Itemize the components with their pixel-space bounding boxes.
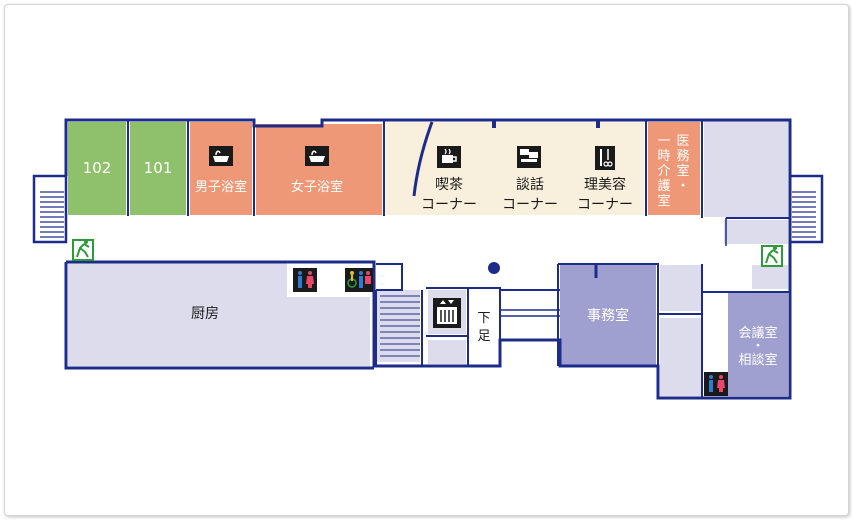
meeting-label-3: 相談室 <box>738 352 777 368</box>
womens-bath-label: 女子浴室 <box>291 179 343 195</box>
room-101-label: 101 <box>144 159 173 177</box>
medical-label-char: ・ <box>676 179 689 194</box>
shoe-area-label-char: 足 <box>477 329 490 344</box>
medical-label-char: 医 <box>676 134 689 149</box>
office[interactable] <box>560 265 656 366</box>
emergency-exit-left <box>72 239 94 261</box>
restroom-icon <box>704 372 728 396</box>
accessible-restroom-icon <box>345 268 373 292</box>
office-label: 事務室 <box>587 307 629 324</box>
scissors-comb-icon <box>595 146 615 170</box>
room-102-label: 102 <box>83 159 112 177</box>
care-label-char: 時 <box>657 149 670 164</box>
storage-top-right <box>704 120 788 217</box>
storage-right-small <box>724 220 788 244</box>
talk-label-1: 談話 <box>516 176 544 193</box>
walls <box>64 118 792 400</box>
elevator-icon[interactable] <box>433 298 461 328</box>
barber-label-2: コーナー <box>577 197 633 213</box>
restroom-icon <box>293 268 317 292</box>
coffee-cup-icon <box>437 146 461 168</box>
right-exterior-stair <box>788 174 824 244</box>
talk-label-2: コーナー <box>502 197 558 213</box>
conversation-icon <box>517 146 541 168</box>
care-label-char: 護 <box>657 178 670 194</box>
current-location-dot <box>488 262 500 274</box>
mens-bath-label: 男子浴室 <box>195 179 247 195</box>
kitchen-label: 厨房 <box>191 306 219 322</box>
medical-label-char: 務 <box>676 149 689 164</box>
storage-right-lower <box>752 265 788 289</box>
room-102[interactable] <box>68 122 126 215</box>
bathtub-icon <box>305 146 329 166</box>
storage-mid-right-2 <box>660 318 702 396</box>
left-exterior-stair <box>32 174 68 244</box>
storage-small <box>428 340 466 364</box>
cafe-label-2: コーナー <box>421 197 477 213</box>
care-label-char: 室 <box>657 193 670 209</box>
medical-room[interactable] <box>648 122 700 215</box>
mens-bath[interactable] <box>190 122 252 215</box>
room-101[interactable] <box>130 122 186 215</box>
medical-label-char: 室 <box>676 163 689 179</box>
bathtub-icon <box>209 146 233 166</box>
emergency-exit-right <box>761 245 783 267</box>
care-label-char: 介 <box>657 164 670 179</box>
storage-mid-right-1 <box>660 265 702 311</box>
shoe-area-label-char: 下 <box>477 311 490 326</box>
womens-bath[interactable] <box>256 124 382 215</box>
meeting-label-2: ・ <box>751 339 764 354</box>
center-stair-treads <box>380 295 420 357</box>
meeting-label-1: 会議室 <box>738 325 777 341</box>
cafe-label-1: 喫茶 <box>435 177 463 193</box>
care-label-char: 一 <box>657 134 670 149</box>
barber-label-1: 理美容 <box>584 176 626 193</box>
meeting-room[interactable] <box>728 293 788 396</box>
